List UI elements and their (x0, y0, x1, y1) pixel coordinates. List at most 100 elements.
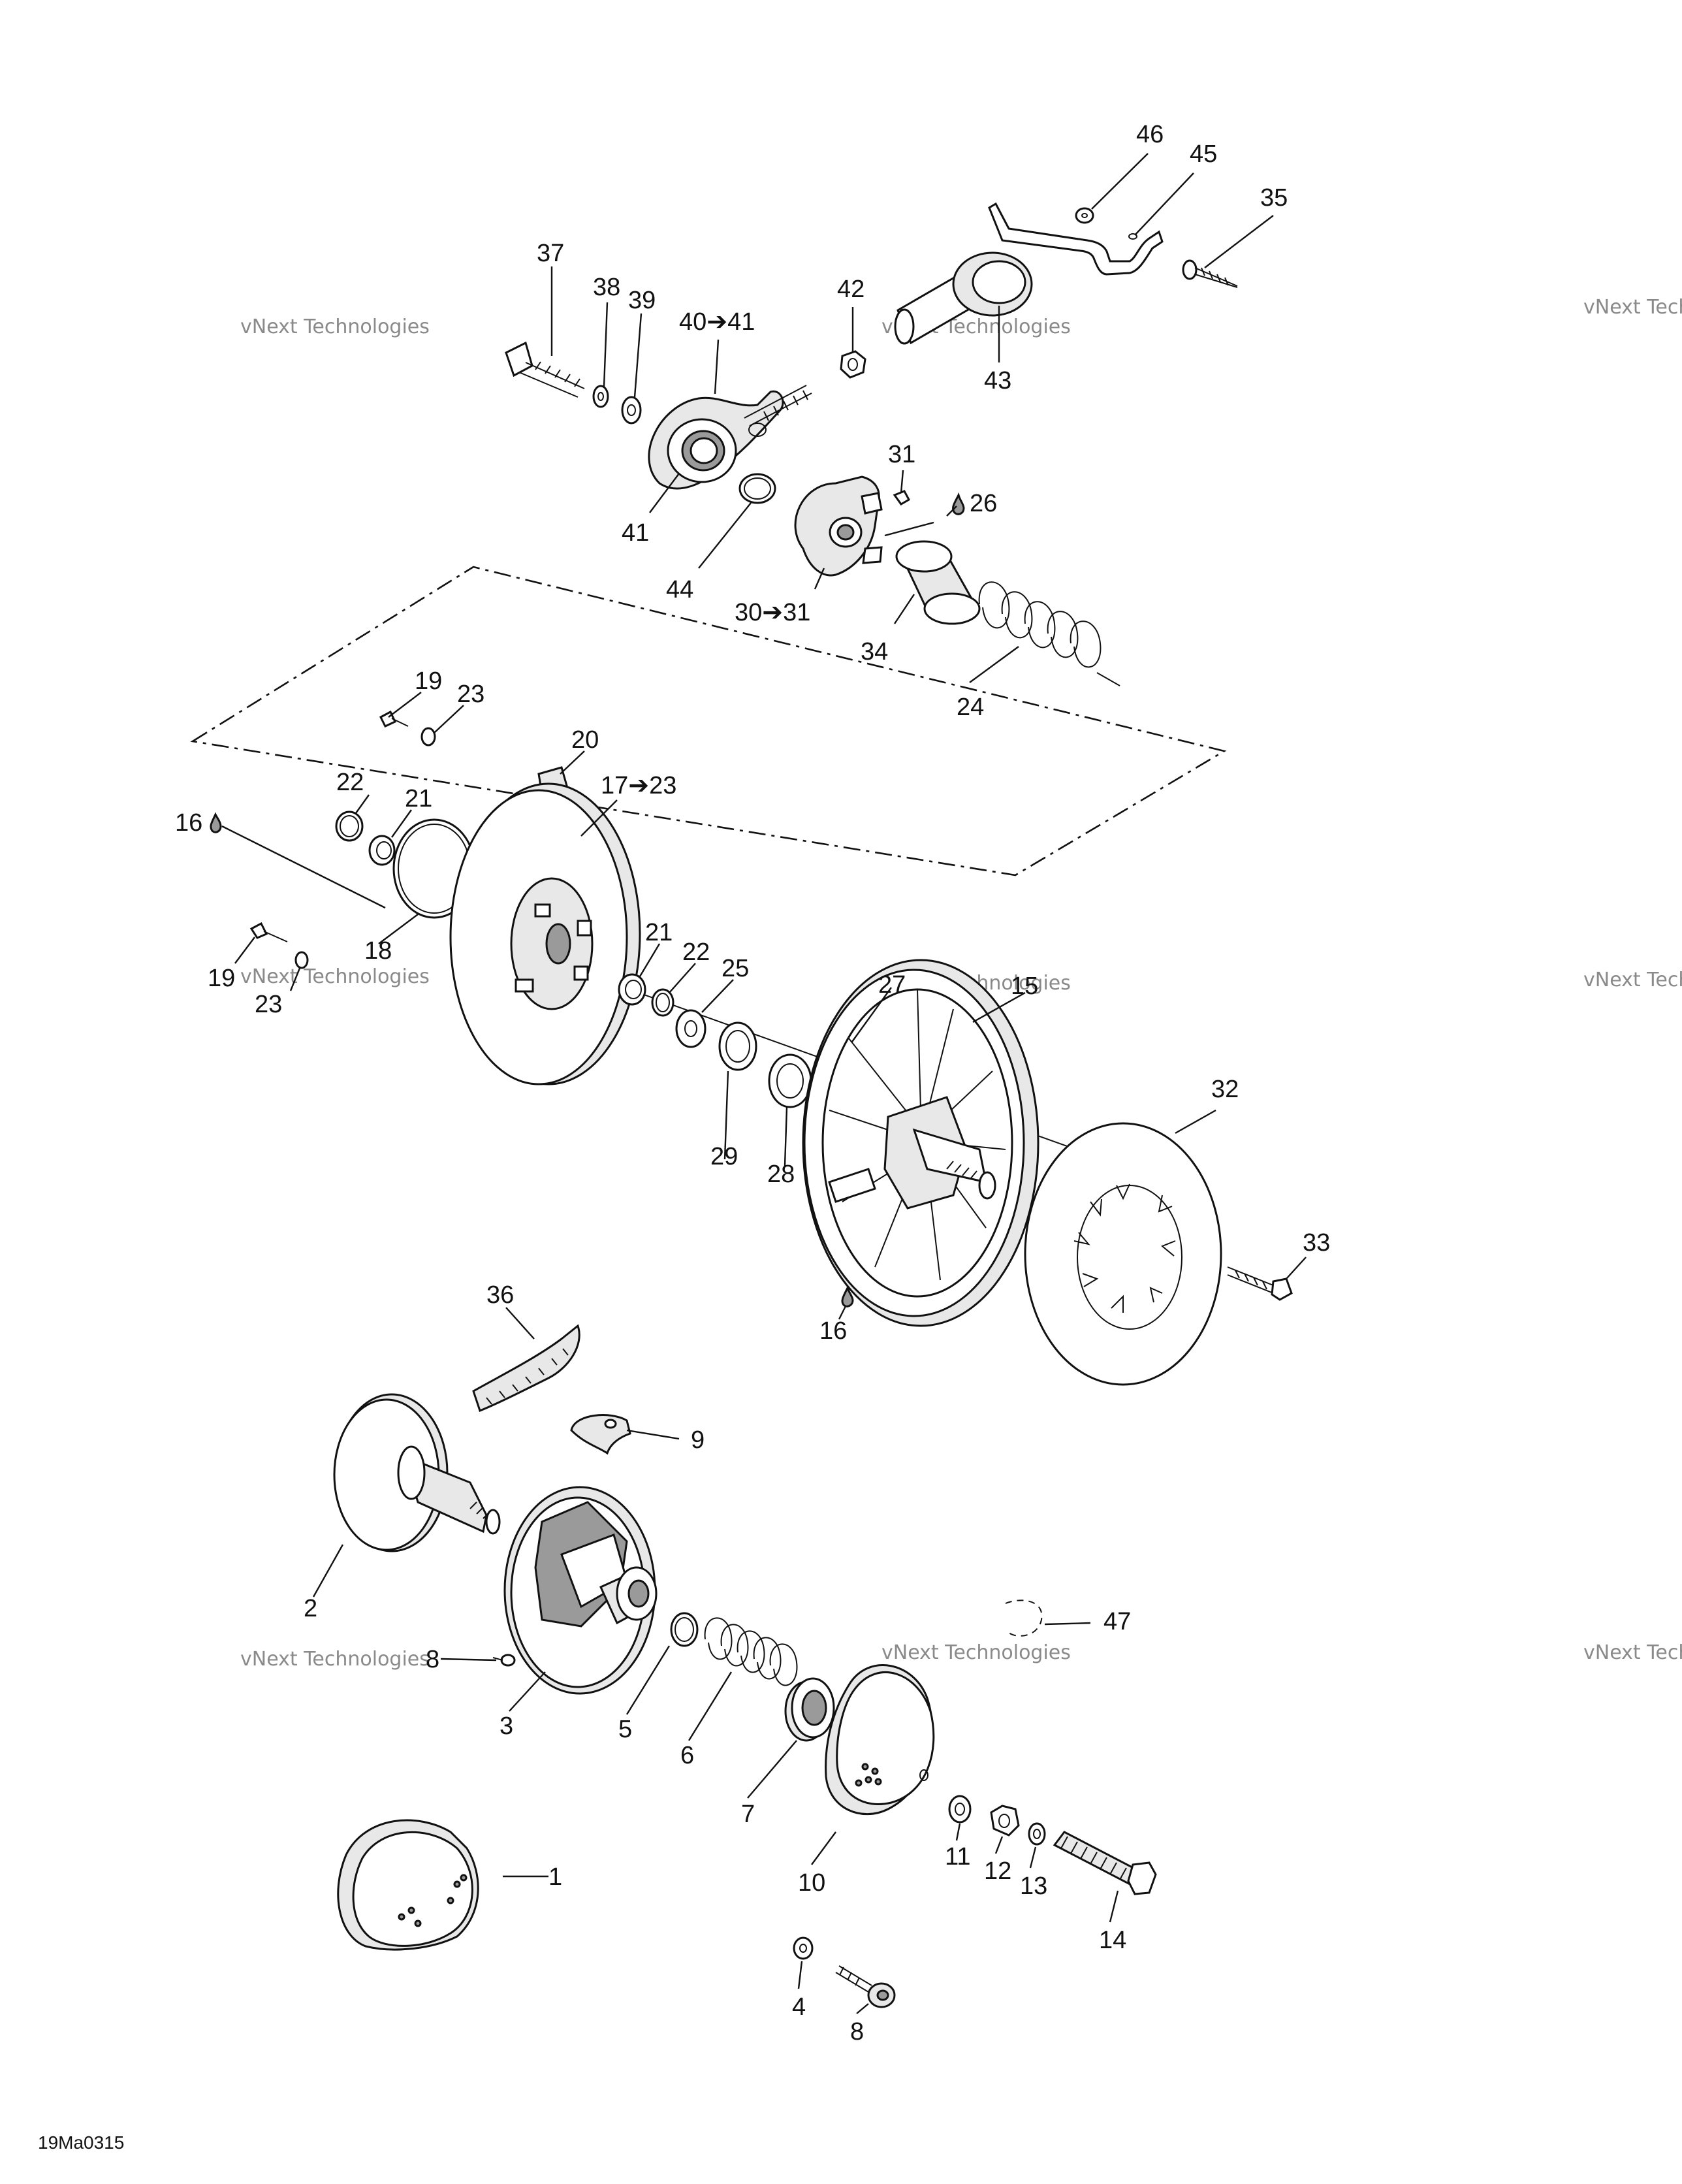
cover-1 (337, 1819, 479, 1951)
pin-43 (894, 251, 1033, 345)
callout-4: 4 (792, 1993, 806, 2021)
washer-23-upper (420, 727, 436, 747)
callout-7: 7 (741, 1801, 755, 1828)
callout-17-23: 17➔23 (601, 772, 676, 799)
callout-1: 1 (548, 1863, 562, 1891)
callout-labels: 46 45 35 37 38 39 40➔41 42 43 41 44 31 2… (175, 121, 1330, 2046)
callout-24: 24 (957, 694, 984, 721)
callout-28: 28 (767, 1161, 795, 1188)
spring-6 (704, 1617, 798, 1686)
watermark-text: vNext Technologies (1583, 969, 1682, 991)
washer-38 (592, 385, 609, 408)
callout-19: 19 (415, 667, 442, 695)
washer-23-lower (294, 951, 309, 969)
callout-35: 35 (1260, 184, 1288, 212)
callout-47: 47 (1103, 1608, 1131, 1635)
sheave-17 (449, 782, 641, 1085)
callout-15: 15 (1011, 972, 1038, 1000)
watermark-text: vNext Technologies (240, 315, 430, 338)
callout-21: 21 (405, 785, 432, 812)
driven-pulley-assembly (210, 710, 1293, 1386)
washer-39 (621, 396, 642, 425)
nut-42 (840, 350, 866, 379)
callout-46: 46 (1136, 121, 1164, 148)
callout-22: 22 (682, 939, 710, 966)
callout-41: 41 (622, 519, 649, 547)
callout-23: 23 (255, 991, 282, 1018)
callout-27: 27 (878, 971, 906, 999)
washer-28 (768, 1053, 812, 1108)
tab-47 (1005, 1599, 1043, 1637)
callout-19: 19 (208, 965, 235, 992)
callout-13: 13 (1020, 1872, 1047, 1900)
sheave-15 (802, 959, 1039, 1327)
washer-25 (675, 1009, 706, 1048)
callout-11: 11 (945, 1843, 970, 1871)
callout-36: 36 (486, 1281, 514, 1309)
drive-pulley-assembly (333, 1324, 1157, 2008)
watermark-text: vNext Technologies (881, 1641, 1071, 1664)
spring-24 (978, 581, 1120, 686)
shim-29 (718, 1021, 757, 1071)
screw-35 (1182, 259, 1238, 288)
callout-45: 45 (1190, 140, 1217, 168)
watermark-text: vNext Technologies (1583, 1641, 1682, 1664)
callout-31: 31 (888, 441, 915, 468)
bolt-19-upper (379, 710, 409, 728)
bracket-45 (988, 202, 1164, 276)
oil-drop-icon (952, 492, 965, 515)
washer-46 (1075, 207, 1094, 224)
screw-8-lower (835, 1965, 896, 2008)
callout-12: 12 (984, 1857, 1011, 1885)
callout-32: 32 (1211, 1076, 1239, 1103)
callout-18: 18 (364, 937, 392, 965)
nut-12 (990, 1805, 1020, 1837)
oil-drop-icon (841, 1285, 854, 1308)
cover-10 (825, 1664, 935, 1816)
callout-10: 10 (798, 1869, 825, 1897)
callout-22: 22 (336, 769, 364, 796)
sleeve-34 (895, 540, 981, 625)
callout-40-41: 40➔41 (679, 308, 755, 336)
bolt-33 (1227, 1266, 1293, 1301)
callout-8: 8 (850, 2018, 864, 2046)
assembly-boundary (190, 566, 1227, 876)
watermark-text: vNext Technologies (240, 1648, 430, 1671)
callout-9: 9 (691, 1426, 705, 1454)
callout-37: 37 (537, 240, 564, 267)
bushing-7 (784, 1677, 835, 1742)
watermark-text: vNext Technologies (1583, 296, 1682, 319)
callout-25: 25 (722, 955, 749, 982)
callout-30-31: 30➔31 (735, 599, 810, 626)
watermark-text: vNext Technologies (240, 965, 430, 988)
callout-26: 26 (970, 490, 997, 517)
figure-reference-code: 19Ma0315 (38, 2132, 124, 2153)
callout-8: 8 (426, 1646, 439, 1673)
callout-44: 44 (666, 576, 693, 603)
top-cam-assembly (505, 202, 1238, 686)
callout-16: 16 (819, 1317, 847, 1345)
callout-2: 2 (304, 1595, 317, 1622)
callout-20: 20 (571, 726, 599, 754)
callout-38: 38 (593, 274, 620, 301)
washer-13 (1028, 1822, 1046, 1846)
bolt-14 (1053, 1831, 1157, 1895)
belt-36 (472, 1324, 580, 1412)
lever-40-41 (648, 385, 812, 490)
fixed-sheave-2 (333, 1393, 501, 1552)
callout-42: 42 (837, 276, 865, 303)
leader-lines (221, 153, 1307, 2014)
bolt-19-lower (249, 922, 288, 942)
callout-33: 33 (1303, 1229, 1330, 1257)
callout-23: 23 (457, 681, 484, 708)
callout-14: 14 (1099, 1927, 1126, 1954)
callout-6: 6 (680, 1742, 694, 1769)
bolt-37 (505, 341, 585, 398)
callout-21: 21 (645, 919, 673, 946)
callout-43: 43 (984, 367, 1011, 394)
slider-9 (570, 1414, 631, 1455)
callout-3: 3 (500, 1712, 513, 1740)
cover-32 (1024, 1122, 1222, 1386)
screw-8-upper (492, 1654, 516, 1667)
